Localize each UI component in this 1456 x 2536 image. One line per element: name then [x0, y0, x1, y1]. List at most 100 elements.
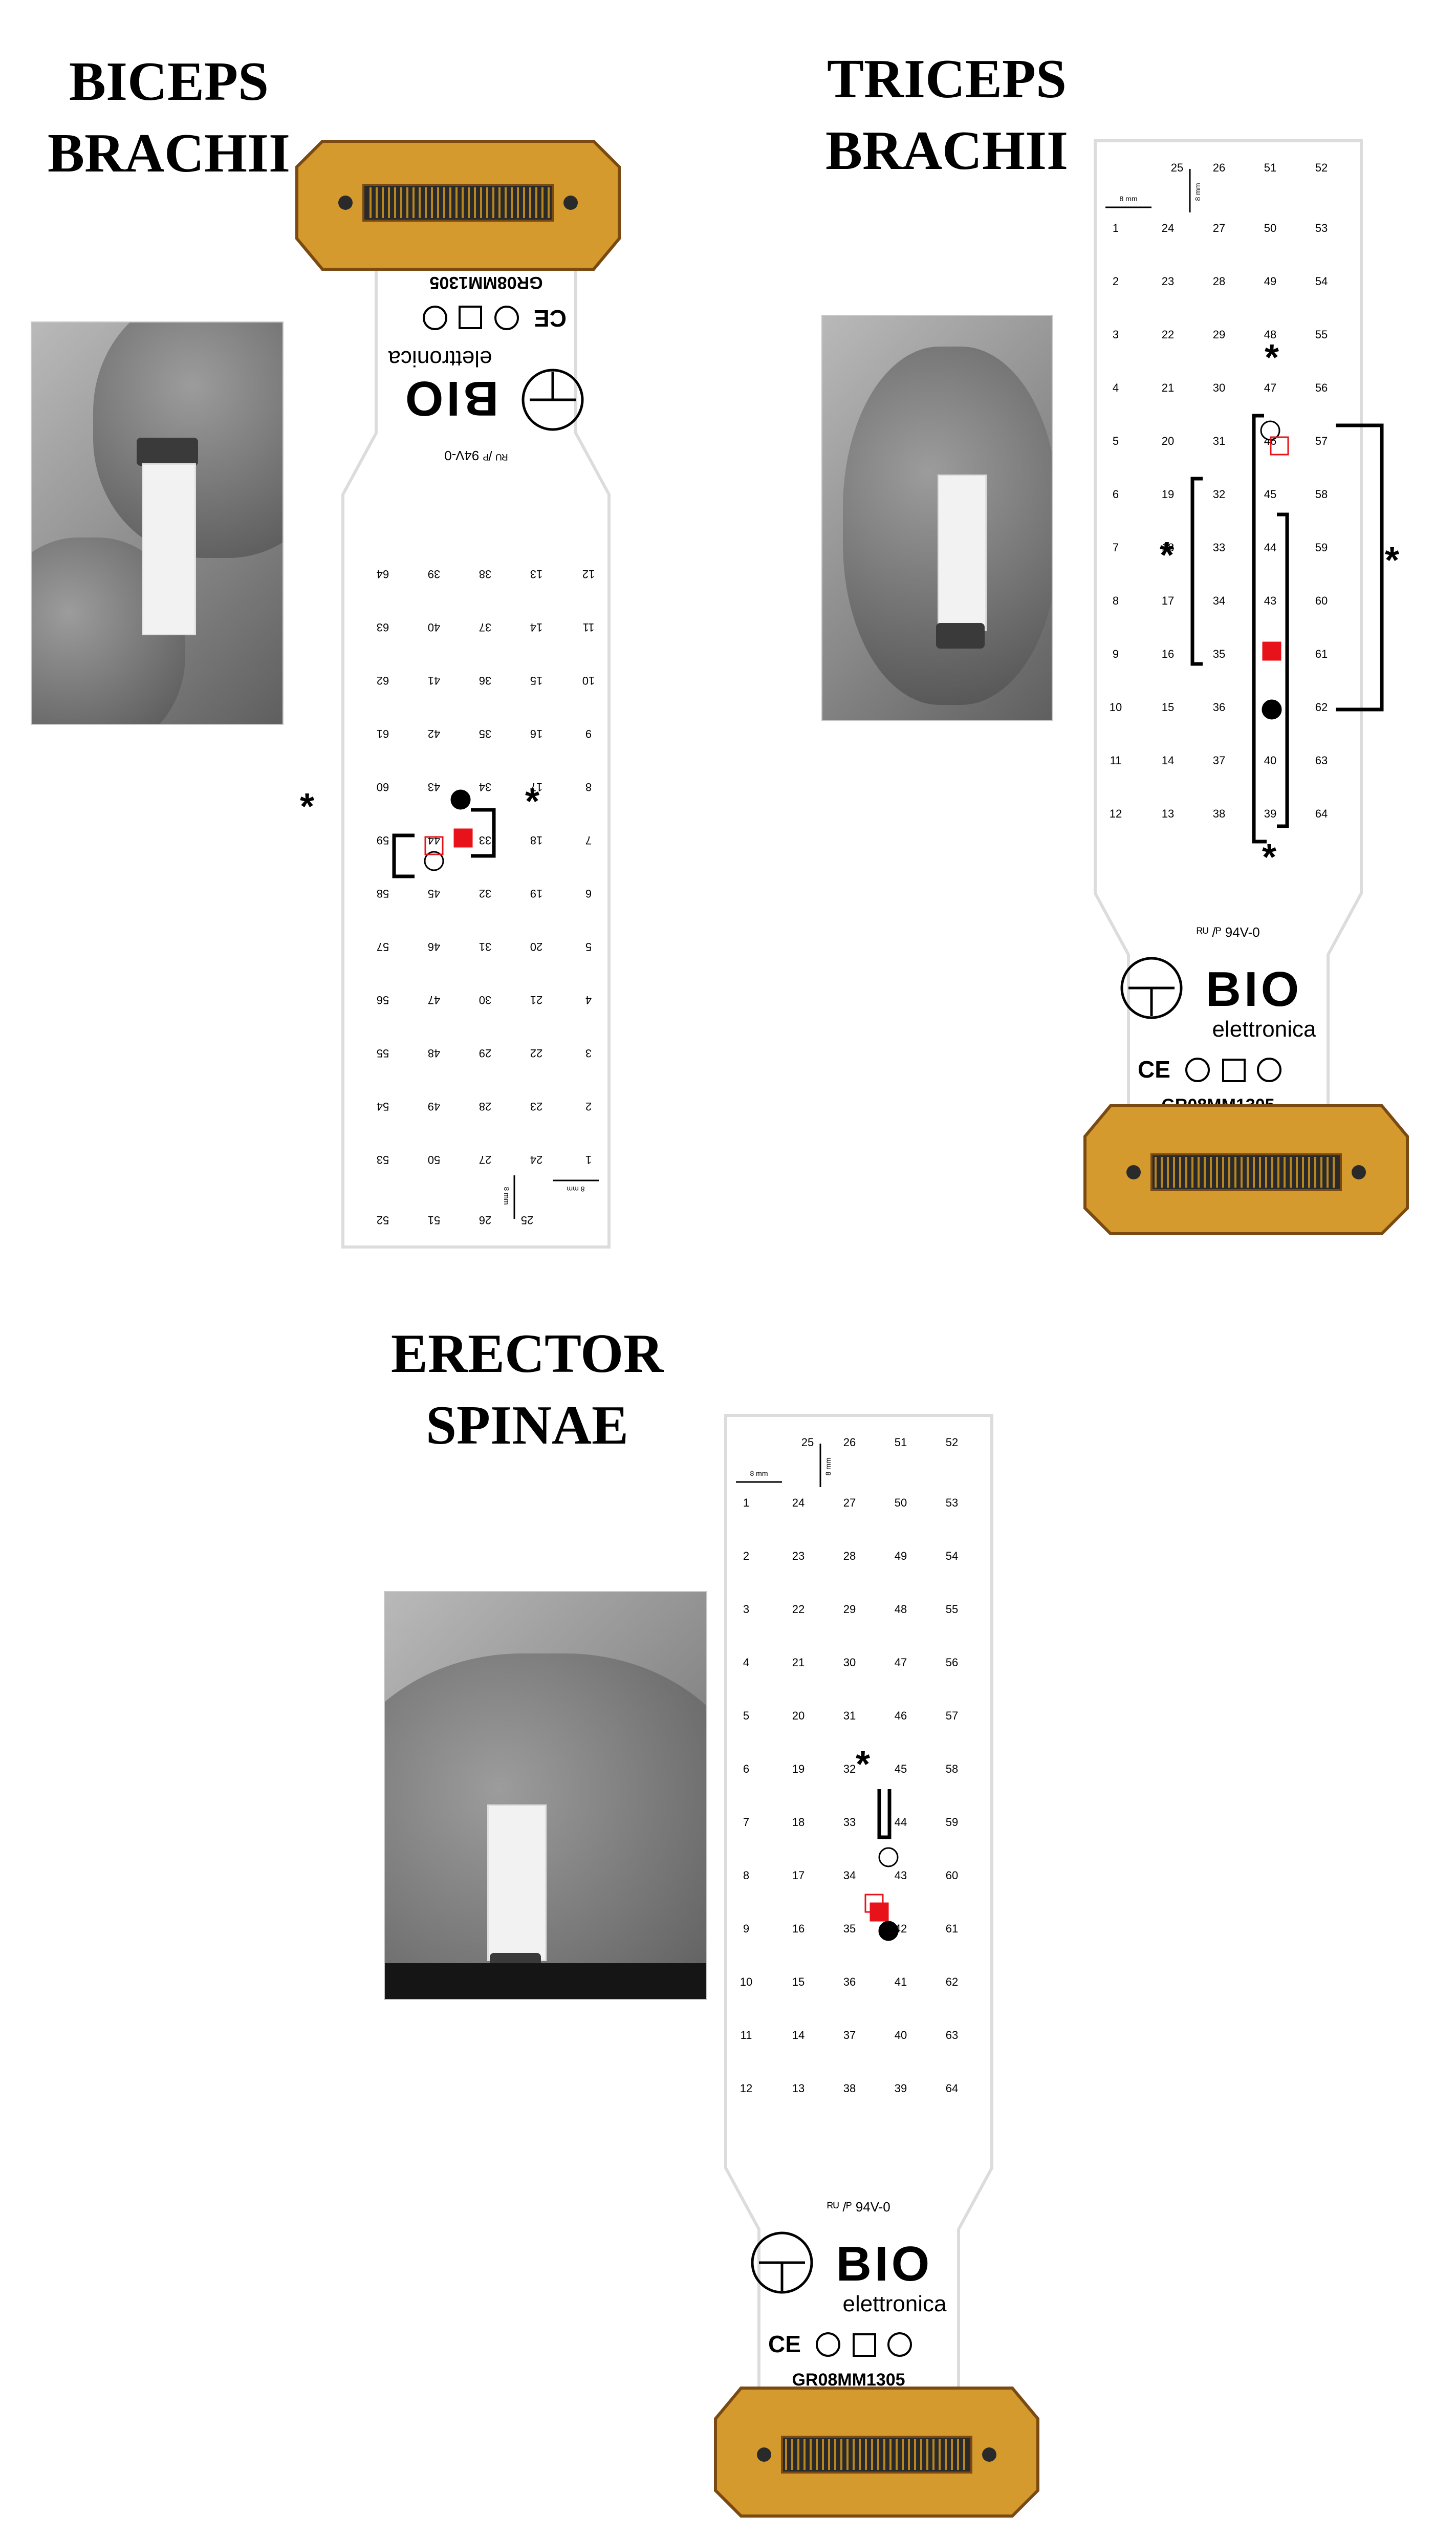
electrode-label: 42: [428, 727, 440, 740]
title-triceps-line2: BRACHII: [825, 120, 1069, 181]
electrode-label: 55: [1315, 328, 1328, 341]
black-dot-marker: [1262, 699, 1282, 720]
brand-sub: elettronica: [842, 2291, 947, 2316]
star-symbol: *: [1385, 540, 1399, 581]
electrode-label: 33: [1213, 541, 1225, 554]
do-not-reuse-icon: [1257, 1058, 1281, 1082]
electrode-label: 30: [1213, 381, 1225, 394]
spacing-label-v: 8 mm: [824, 1458, 832, 1476]
spacing-label-v: 8 mm: [1193, 183, 1202, 201]
brand-logo-icon: [521, 369, 584, 431]
electrode-label: 47: [895, 1656, 907, 1669]
electrode-label: 39: [428, 568, 440, 581]
electrode-label: 23: [1162, 275, 1174, 288]
electrode-label: 27: [479, 1153, 491, 1166]
spacing-label-h: 8 mm: [1120, 195, 1138, 203]
electrode-label: 56: [1315, 381, 1328, 394]
electrode-label: 4: [585, 994, 592, 1006]
star-annotation: *: [1262, 837, 1276, 878]
red-square-marker: [1262, 641, 1281, 661]
electrode-label: 59: [1315, 541, 1328, 554]
electrode-label: 49: [895, 1550, 907, 1562]
spacing-label-h: 8 mm: [750, 1469, 768, 1477]
electrode-label: 46: [428, 940, 440, 953]
electrode-label: 36: [1213, 701, 1225, 714]
rating-text: ᴿᵁ /ᴾ 94V-0: [1197, 925, 1259, 940]
ce-mark: CE: [534, 305, 567, 332]
spacing-label-h: 8 mm: [567, 1185, 585, 1193]
electrode-label: 43: [1264, 594, 1276, 607]
electrode-label: 64: [946, 2082, 958, 2095]
electrode-label: 24: [1162, 222, 1174, 234]
electrode-label: 3: [585, 1047, 592, 1060]
electrode-label: 8: [743, 1869, 749, 1882]
bracket-annotation: [1252, 414, 1267, 844]
star-annotation: *: [525, 781, 539, 822]
bracket-annotation: [1336, 423, 1384, 712]
electrode-label: 30: [479, 994, 491, 1006]
electrode-label: 21: [530, 994, 542, 1006]
electrode-label: 54: [377, 1100, 389, 1113]
electrode-label: 29: [1213, 328, 1225, 341]
electrode-label: 30: [843, 1656, 856, 1669]
electrode-label: 34: [1213, 594, 1225, 607]
connector-icon: [714, 2387, 1039, 2518]
star-symbol: *: [1160, 535, 1174, 576]
electrode-label: 56: [946, 1656, 958, 1669]
electrode-label: 32: [1213, 488, 1225, 501]
star-symbol: *: [856, 1744, 870, 1785]
open-circle-marker: [424, 851, 444, 871]
electrode-label: 16: [792, 1922, 805, 1935]
electrode-label: 6: [1113, 488, 1119, 501]
electrode-label: 1: [743, 1496, 749, 1509]
electrode-label: 19: [792, 1763, 805, 1775]
electrode-label: 1: [585, 1153, 592, 1166]
electrode-label: 2: [743, 1550, 749, 1562]
electrode-label: 3: [743, 1603, 749, 1616]
star-annotation: *: [1385, 540, 1399, 581]
electrode-label: 55: [377, 1047, 389, 1060]
red-square-marker: [453, 828, 473, 848]
electrode-label: 6: [743, 1763, 749, 1775]
electrode-label: 13: [530, 568, 542, 581]
electrode-label: 34: [479, 781, 491, 793]
ce-mark: CE: [768, 2331, 801, 2357]
electrode-label: 50: [895, 1496, 907, 1509]
electrode-label: 34: [843, 1869, 856, 1882]
electrode-label: 62: [1315, 701, 1328, 714]
electrode-label: 12: [1110, 807, 1122, 820]
electrode-label: 45: [428, 887, 440, 900]
electrode-label: 5: [585, 940, 592, 953]
electrode-label: 63: [377, 621, 389, 634]
bracket-annotation: [1190, 477, 1203, 666]
electrode-label: 20: [792, 1709, 805, 1722]
electrode-label: 6: [585, 887, 592, 900]
electrode-label: 17: [530, 781, 542, 793]
electrode-label: 1: [1113, 222, 1119, 234]
red-square-marker: [870, 1902, 889, 1922]
electrode-label: 7: [1113, 541, 1119, 554]
electrode-label: 9: [1113, 648, 1119, 660]
electrode-label: 16: [1162, 648, 1174, 660]
electrode-label: 15: [1162, 701, 1174, 714]
electrode-label: 60: [1315, 594, 1328, 607]
electrode-label: 44: [1264, 541, 1276, 554]
electrode-label: 27: [843, 1496, 856, 1509]
connector-icon: [1083, 1104, 1409, 1235]
electrode-label: 26: [843, 1436, 856, 1449]
electrode-label: 19: [530, 887, 542, 900]
electrode-label: 37: [479, 621, 491, 634]
brand-logo-icon: [751, 2231, 813, 2294]
electrode-label: 51: [428, 1214, 440, 1227]
connector-hole: [563, 196, 578, 210]
electrode-label: 20: [1162, 435, 1174, 447]
electrode-label: 27: [1213, 222, 1225, 234]
electrode-label: 44: [895, 1816, 907, 1829]
electrode-label: 24: [530, 1153, 542, 1166]
connector-icon: [295, 140, 621, 271]
electrode-label: 21: [1162, 381, 1174, 394]
spacing-label-v: 8 mm: [503, 1187, 511, 1205]
electrode-label: 52: [946, 1436, 958, 1449]
star-symbol: *: [300, 786, 314, 827]
electrode-label: 37: [843, 2029, 856, 2041]
